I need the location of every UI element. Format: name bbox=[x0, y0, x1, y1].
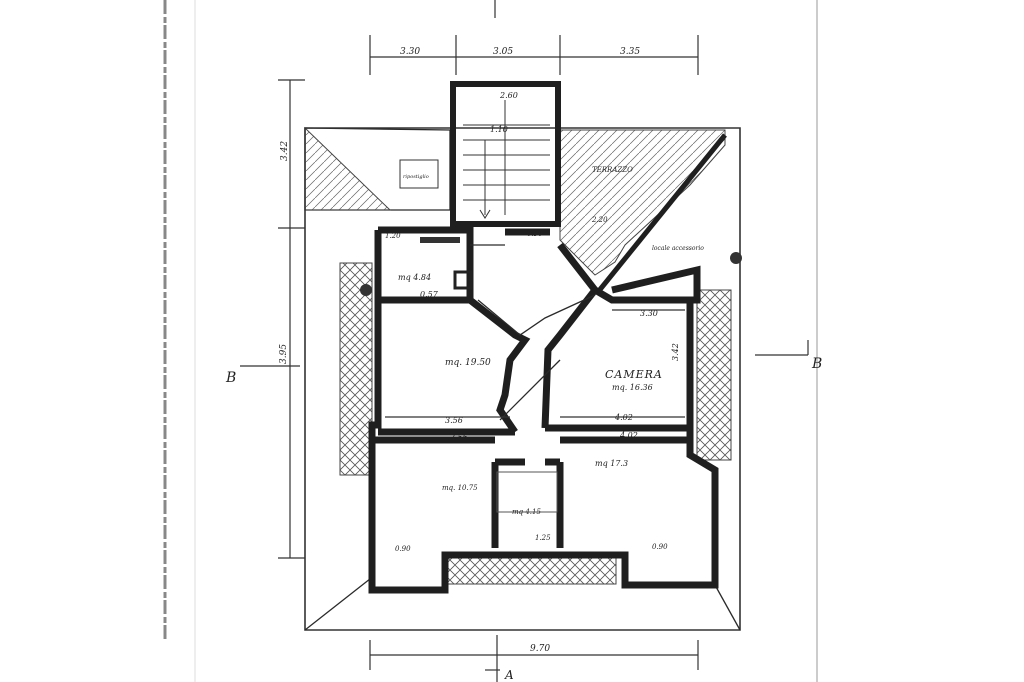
dim-top-right: 3.35 bbox=[620, 47, 640, 57]
terrace-hatching bbox=[339, 129, 732, 585]
accessory-room-label: locale accessorio bbox=[652, 245, 704, 252]
dim-room-width: 3.56 bbox=[445, 416, 463, 425]
section-mark-left: B bbox=[225, 370, 236, 386]
dim-small-e: 1.25 bbox=[535, 534, 551, 542]
roof-outline bbox=[304, 126, 741, 631]
dim-small-f: 0.90 bbox=[652, 543, 668, 551]
dim-stair-note: 1.10 bbox=[490, 125, 508, 134]
dim-small-d: 0.90 bbox=[395, 545, 411, 553]
dim-top-mid: 3.05 bbox=[493, 47, 513, 57]
dim-bottom-total: 9.70 bbox=[530, 644, 550, 654]
sheet-border bbox=[163, 0, 818, 682]
dim-small-b: 0.90 bbox=[527, 230, 543, 238]
room-center-area: mq. 19.50 bbox=[445, 358, 491, 368]
section-mark-bottom: A bbox=[504, 668, 514, 682]
building-walls bbox=[368, 133, 727, 594]
dim-room-width-2: 3.56 bbox=[450, 433, 468, 442]
dim-right-mid: 3.42 bbox=[671, 343, 680, 361]
corridor-lines bbox=[470, 244, 596, 421]
dim-corridor: 0.57 bbox=[420, 290, 439, 299]
room-bottom-right-area: mq 17.3 bbox=[595, 459, 628, 468]
storage-label: ripostiglio bbox=[403, 174, 429, 180]
dim-lower-right: 4.02 bbox=[619, 431, 638, 440]
dim-small-c: 2.20 bbox=[591, 216, 608, 224]
dim-left-lower: 3.95 bbox=[279, 344, 289, 364]
section-markers bbox=[240, 340, 809, 671]
dimension-lines bbox=[278, 0, 699, 682]
dim-camera-width: 4.02 bbox=[614, 413, 633, 422]
room-wc-area: mq 4.84 bbox=[398, 273, 431, 282]
room-bottom-left-area: mq. 10.75 bbox=[442, 484, 478, 492]
room-camera-area: mq. 16.36 bbox=[612, 383, 653, 392]
room-bath-area: mq 4.15 bbox=[512, 508, 541, 516]
dim-stair-width: 2.60 bbox=[499, 91, 518, 100]
stair-shaft bbox=[450, 81, 561, 227]
dim-right-top: 3.30 bbox=[640, 309, 658, 318]
dim-top-left: 3.30 bbox=[400, 47, 420, 57]
terrace-label: TERRAZZO bbox=[592, 166, 633, 174]
fixtures bbox=[360, 159, 742, 513]
section-mark-right: B bbox=[811, 356, 822, 372]
room-camera-name: CAMERA bbox=[605, 368, 663, 381]
dim-left-upper: 3.42 bbox=[280, 141, 290, 161]
dim-small-a: 1.20 bbox=[385, 232, 401, 240]
